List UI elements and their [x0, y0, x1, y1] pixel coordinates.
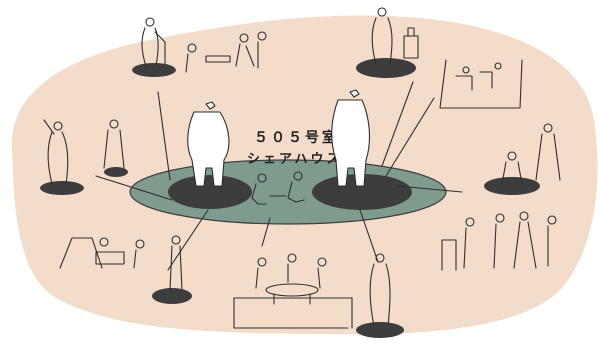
figure-center-right	[331, 89, 371, 187]
figure-traveller	[371, 7, 419, 65]
diagram-title-line1: ５０５号室	[254, 129, 339, 146]
figures-top-table	[185, 31, 267, 73]
shadow-left-2	[104, 167, 128, 177]
figures-sitting-middle	[251, 171, 305, 205]
figure-elder-cane	[141, 17, 166, 67]
rug-shadow-right	[312, 174, 412, 210]
shadow-left	[40, 181, 84, 195]
scene-bottom-left-toast	[59, 235, 183, 291]
shadow-top-left	[132, 63, 176, 77]
diagram-title-line2: シェアハウス	[247, 152, 342, 167]
figures-left-waving	[43, 119, 125, 185]
shadow-bottom-left	[152, 288, 192, 304]
scene-bottom-right-group	[441, 211, 557, 271]
connector-lines	[95, 81, 463, 271]
scene-top-right-floor	[439, 59, 523, 109]
figure-bottom-right-center	[369, 253, 391, 327]
shadow-bottom-right-center	[356, 322, 404, 338]
figures-right	[501, 123, 561, 185]
scene-bottom-center-table	[233, 253, 353, 329]
shadow-right	[484, 177, 540, 195]
figure-center-left	[187, 101, 230, 187]
rug-shadow-left	[168, 175, 252, 209]
shadow-top-right	[356, 58, 416, 78]
